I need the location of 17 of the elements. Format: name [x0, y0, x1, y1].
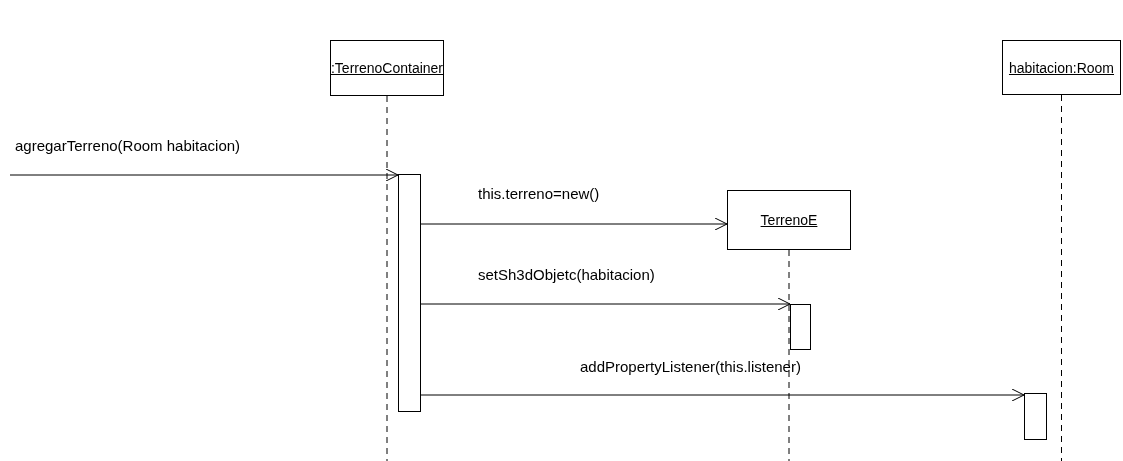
activation-bar	[790, 304, 811, 350]
message-label: setSh3dObjetc(habitacion)	[478, 266, 655, 283]
object-name: habitacion:Room	[1008, 59, 1115, 76]
message-label: addPropertyListener(this.listener)	[580, 358, 801, 375]
activation-bar	[1024, 393, 1047, 440]
message-arrow	[420, 297, 791, 311]
message-arrow	[420, 388, 1025, 402]
object-name: TerrenoE	[760, 212, 818, 228]
object-name: :TerrenoContainer	[330, 60, 444, 76]
message-label: this.terreno=new()	[478, 185, 600, 202]
message-arrow	[9, 168, 399, 182]
object-box	[727, 190, 851, 250]
object-box	[330, 40, 444, 96]
message-arrow	[420, 217, 728, 231]
activation-bar	[398, 174, 421, 412]
message-label: agregarTerreno(Room habitacion)	[15, 137, 241, 154]
object-box	[1002, 40, 1121, 95]
